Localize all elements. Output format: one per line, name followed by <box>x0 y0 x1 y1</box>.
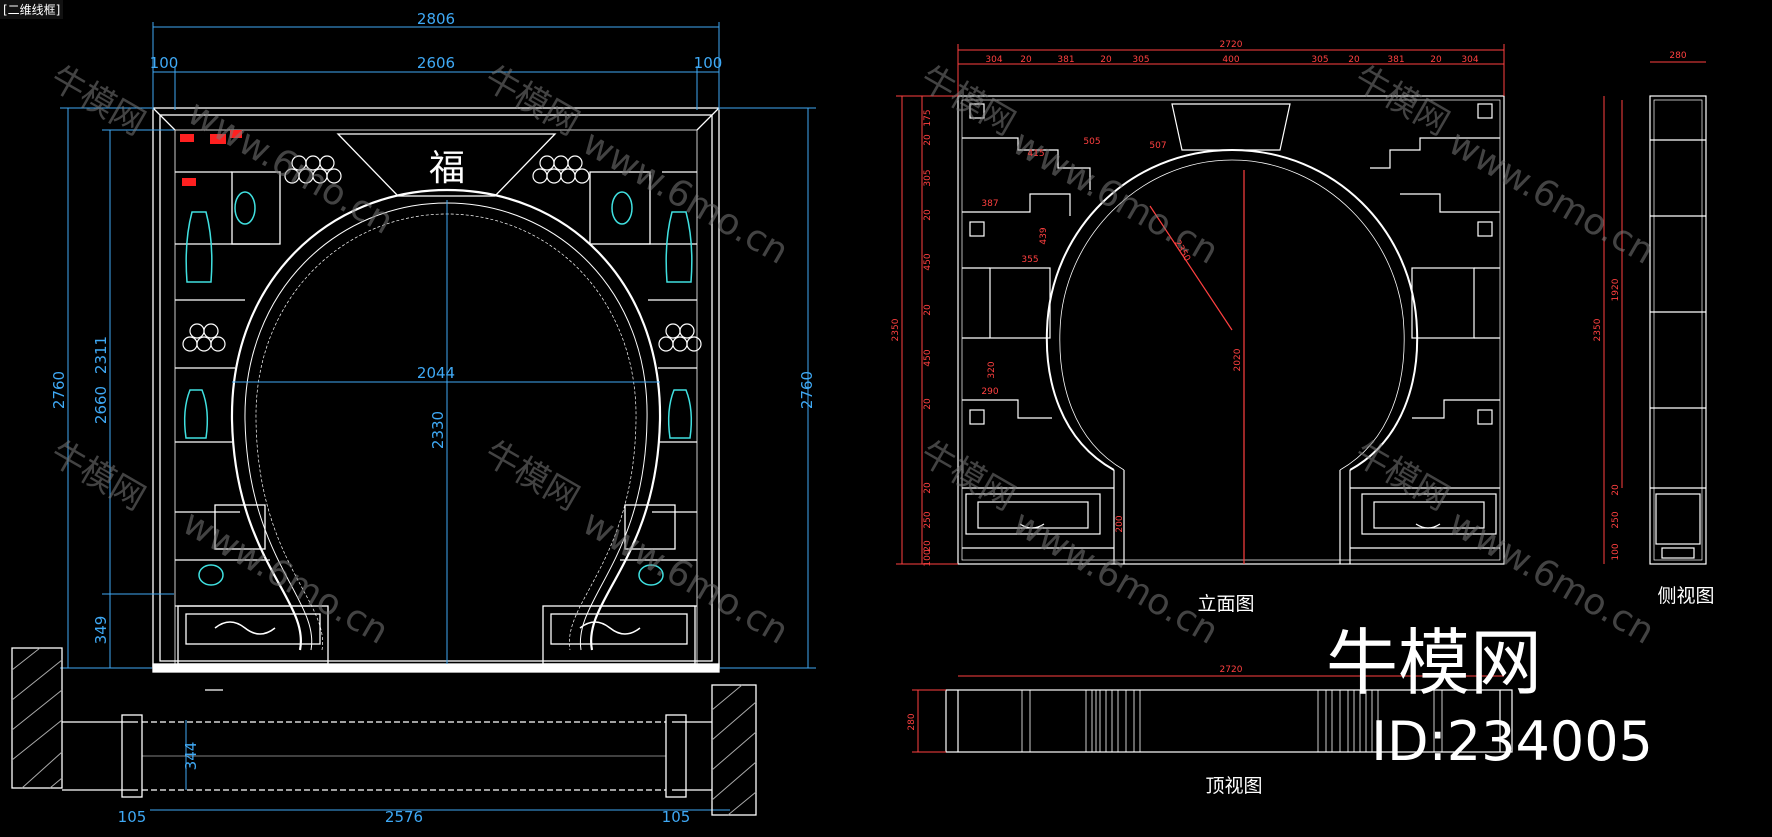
dim-inner-width: 2606 <box>417 54 455 72</box>
dim-base-height: 349 <box>92 616 110 645</box>
dim-plan-left: 105 <box>118 808 147 826</box>
dim-inner: 507 <box>1149 141 1166 151</box>
dim-top-row: 381 <box>1057 55 1074 65</box>
watermark-text: 牛模网 <box>478 433 586 519</box>
left-plan <box>11 647 757 816</box>
watermark-text: 牛模网 <box>44 433 152 519</box>
right-elevation <box>957 95 1505 565</box>
side-view <box>1649 95 1707 565</box>
dim-height-total: 2350 <box>891 318 901 341</box>
dim-arch-height: 2330 <box>429 411 447 449</box>
left-elevation <box>152 107 720 691</box>
dim-plan-depth: 344 <box>182 742 200 771</box>
dim-inner: 355 <box>1021 255 1038 265</box>
dim-left-col: 305 <box>923 169 933 186</box>
dim-top-row: 304 <box>1461 55 1478 65</box>
ornament-char: 福 <box>429 148 465 189</box>
brand-id: ID:234005 <box>1371 710 1653 773</box>
top-depth: 280 <box>907 713 917 730</box>
watermark-url: www.6mo.cn <box>576 122 796 272</box>
watermark-text: 牛模网 <box>44 58 152 144</box>
dim-inner: 439 <box>1039 227 1049 244</box>
plan-hatch <box>11 647 757 816</box>
side-depth: 280 <box>1669 51 1686 61</box>
side-dim-lower: 100 <box>1611 543 1621 560</box>
dim-side-left: 100 <box>150 54 179 72</box>
watermark-text: 牛模网 <box>1348 433 1456 519</box>
dim-top-row: 20 <box>1348 55 1360 65</box>
dim-left-col: 20 <box>923 398 933 410</box>
dim-inner: 415 <box>1027 149 1044 159</box>
dim-height-left: 2760 <box>50 371 68 409</box>
left-dimension-texts: 2806 100 2606 100 2760 2660 2311 349 276… <box>50 10 816 826</box>
dim-plan-right: 105 <box>662 808 691 826</box>
dim-left-col: 20 <box>923 304 933 316</box>
top-view <box>945 689 1513 753</box>
left-dimension-lines <box>60 22 816 811</box>
dim-inner: 387 <box>981 199 998 209</box>
side-dimension-lines <box>1603 61 1706 564</box>
captions: 立面图 侧视图 顶视图 <box>1197 585 1714 797</box>
side-height-total: 2350 <box>1593 318 1603 341</box>
dim-top-row: 20 <box>1020 55 1032 65</box>
watermark-text: 牛模网 <box>914 58 1022 144</box>
dim-arch-width: 2044 <box>417 364 455 382</box>
dim-left-col: 20 <box>923 482 933 494</box>
dim-left-col: 20 <box>923 134 933 146</box>
right-dimension-lines <box>896 44 1505 677</box>
dim-left-col: 20 <box>923 209 933 221</box>
side-height-inner: 1920 <box>1611 278 1621 301</box>
viewport-label[interactable]: [二维线框] <box>0 0 64 19</box>
dim-left-col: 100 <box>923 549 933 566</box>
dim-inner: 200 <box>1115 515 1125 532</box>
dim-left-col: 450 <box>923 253 933 270</box>
watermark-text: 牛模网 <box>478 58 586 144</box>
dim-top-row: 381 <box>1387 55 1404 65</box>
dim-inner: 505 <box>1083 137 1100 147</box>
watermark-text: 牛模网 <box>914 433 1022 519</box>
dim-inner: 290 <box>981 387 998 397</box>
watermark-url: www.6mo.cn <box>1442 122 1662 272</box>
watermark-url: www.6mo.cn <box>576 502 796 652</box>
right-dimension-texts: 2720 304 20 381 20 305 400 305 20 381 20… <box>891 40 1687 731</box>
top-dimension-lines <box>912 689 946 753</box>
dim-plan-width: 2576 <box>385 808 423 826</box>
dim-height-right: 2760 <box>798 371 816 409</box>
dim-total-width: 2720 <box>1220 40 1243 50</box>
dim-top-row: 20 <box>1100 55 1112 65</box>
top-width: 2720 <box>1220 665 1243 675</box>
watermark-text: 牛模网 <box>1348 58 1456 144</box>
dim-top-row: 400 <box>1222 55 1239 65</box>
dim-left-col: 450 <box>923 349 933 366</box>
dim-total-width: 2806 <box>417 10 455 28</box>
dim-top-row: 305 <box>1311 55 1328 65</box>
dim-inner: 320 <box>987 361 997 378</box>
top-view-caption: 顶视图 <box>1205 775 1262 797</box>
watermark-url: www.6mo.cn <box>176 502 396 652</box>
brand-title: 牛模网 <box>1326 621 1542 705</box>
side-dim-lower: 250 <box>1611 511 1621 528</box>
dim-left-col: 250 <box>923 511 933 528</box>
side-dim-lower: 20 <box>1611 484 1621 496</box>
dim-inner: 2020 <box>1233 348 1243 371</box>
dim-top-row: 304 <box>985 55 1002 65</box>
watermark-url: www.6mo.cn <box>1006 122 1226 272</box>
elevation-caption: 立面图 <box>1197 593 1254 615</box>
dim-top-row: 20 <box>1430 55 1442 65</box>
dim-side-right: 100 <box>694 54 723 72</box>
dim-left-col: 20 <box>923 540 933 552</box>
dim-left-col: 175 <box>923 109 933 126</box>
dim-top-row: 305 <box>1132 55 1149 65</box>
dim-height-inner: 2660 <box>92 386 110 424</box>
dim-height-arch: 2311 <box>92 336 110 374</box>
side-view-caption: 侧视图 <box>1657 585 1714 607</box>
